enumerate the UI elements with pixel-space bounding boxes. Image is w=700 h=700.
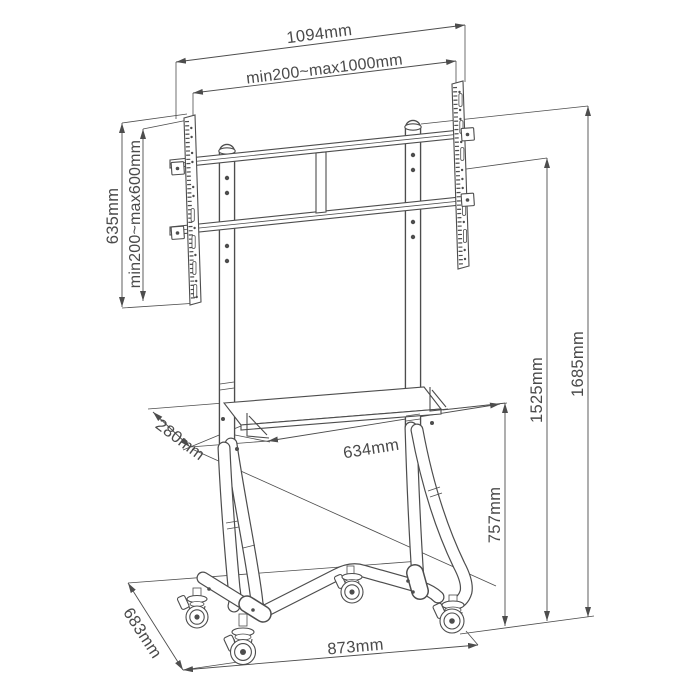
caster-rear-center xyxy=(333,565,364,604)
caster-front-left xyxy=(223,613,257,666)
dim-shelf-width: 634mm xyxy=(189,402,508,462)
dim-bracket-height: 635mm xyxy=(104,113,199,309)
dim-total-height: 1685mm xyxy=(420,105,591,617)
crossbar-rails xyxy=(169,128,471,236)
dim-frame-height-label: 1525mm xyxy=(528,357,546,423)
vesa-bracket-left xyxy=(170,114,202,306)
columns xyxy=(218,119,422,457)
dim-vesa-height-range-label: min200~max600mm xyxy=(127,140,144,288)
shelf-bracket-right xyxy=(429,387,449,412)
caster-left-outer xyxy=(176,587,209,629)
shelf xyxy=(222,386,449,439)
dim-base-width: 873mm xyxy=(182,630,479,673)
dim-base-width-label: 873mm xyxy=(327,636,385,659)
column-bolts xyxy=(224,152,416,264)
vesa-bracket-right xyxy=(451,80,475,270)
tube-joints xyxy=(219,381,443,549)
dimension-annotations: 1094mm min200~max1000mm 635mm min200~max… xyxy=(104,21,591,673)
construction-lines xyxy=(127,448,595,635)
caster-front-right xyxy=(432,594,465,634)
frame-bolts xyxy=(207,417,434,612)
dim-shelf-to-floor-label: 757mm xyxy=(486,487,504,544)
column-cap-right xyxy=(404,123,422,131)
caster-brake xyxy=(176,594,190,610)
dim-bracket-height-label: 635mm xyxy=(104,188,122,245)
stand-drawing xyxy=(169,80,475,666)
rail-center-connector xyxy=(315,151,327,214)
shelf-bracket-left xyxy=(246,413,270,439)
base-tubes xyxy=(196,571,272,623)
dim-frame-height: 1525mm xyxy=(458,157,550,621)
dim-vesa-height-range: min200~max600mm xyxy=(127,119,189,301)
dim-total-height-label: 1685mm xyxy=(569,331,587,397)
legs xyxy=(217,421,473,618)
